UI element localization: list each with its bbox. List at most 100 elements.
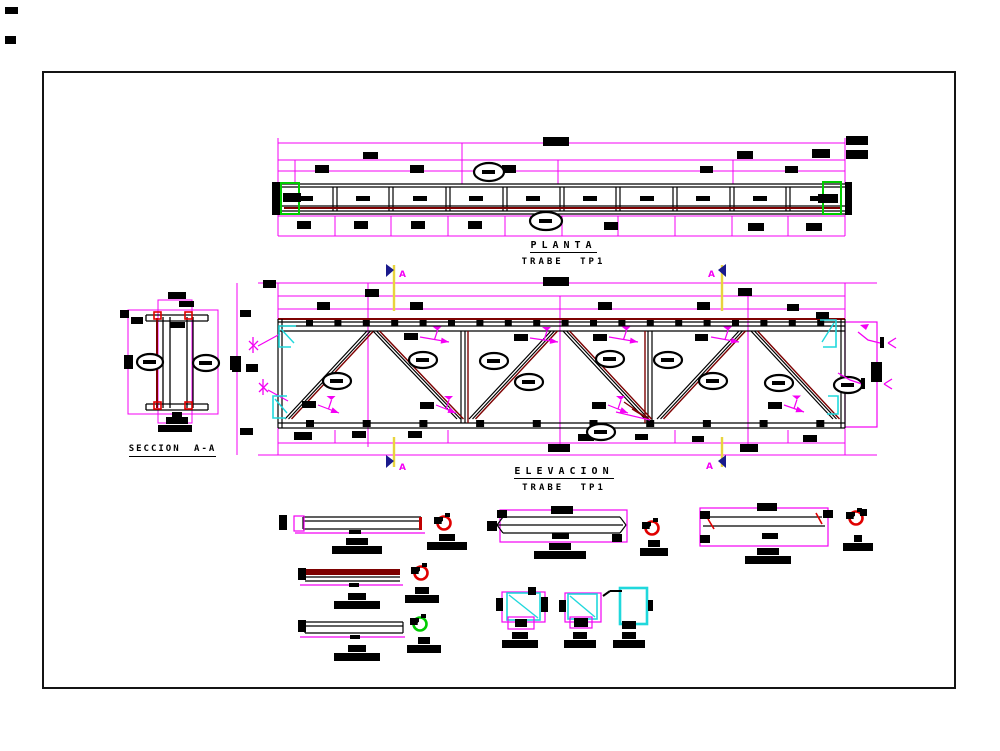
dimension-text-blob (504, 320, 512, 326)
polyline (837, 372, 863, 385)
dimension-text-blob (841, 383, 854, 387)
dimension-text-blob (502, 640, 538, 648)
dimension-text-blob (618, 320, 626, 326)
dimension-text-blob (415, 587, 429, 594)
dimension-text-blob (592, 402, 606, 409)
dimension-text-blob (702, 420, 711, 427)
line (327, 399, 333, 410)
dimension-text-blob (552, 533, 569, 539)
rect (699, 507, 829, 547)
dimension-text-blob (578, 434, 594, 441)
dimension-text-blob (158, 425, 192, 432)
dimension-text-blob (740, 444, 758, 452)
line (656, 330, 740, 420)
dimension-text-blob (589, 420, 598, 427)
dimension-text-blob (648, 600, 653, 611)
dimension-text-blob (753, 196, 767, 201)
polyline (857, 331, 881, 344)
rect (569, 616, 593, 629)
line (433, 330, 439, 340)
dimension-text-blob (199, 361, 212, 365)
dimension-text-blob (413, 196, 427, 201)
dimension-text-blob (593, 334, 607, 341)
dimension-text-blob (539, 219, 552, 223)
polyline (827, 395, 839, 415)
dimension-text-blob (871, 362, 882, 382)
dimension-text-blob (497, 510, 507, 518)
dimension-text-blob (700, 511, 710, 519)
rect (507, 616, 535, 630)
weld-detail-center (418, 570, 424, 576)
polygon (619, 407, 628, 413)
dimension-text-blob (294, 432, 312, 440)
polygon (718, 455, 726, 468)
line (883, 383, 893, 390)
line (619, 524, 627, 534)
dimension-text-blob (812, 149, 830, 158)
dimension-text-blob (559, 600, 566, 612)
dimension-text-blob (230, 356, 239, 370)
dimension-text-blob (696, 196, 710, 201)
rect (184, 401, 193, 410)
dimension-text-blob (551, 506, 573, 514)
dimension-text-blob (297, 221, 311, 229)
dimension-text-blob (759, 420, 768, 427)
polygon (621, 326, 631, 331)
dimension-text-blob (349, 530, 361, 534)
rect (184, 311, 193, 320)
dimension-text-blob (476, 320, 484, 326)
line (496, 524, 504, 534)
dimension-text-blob (334, 653, 380, 661)
rect (419, 517, 422, 530)
line (821, 322, 835, 343)
dimension-text-blob (362, 420, 371, 427)
dimension-text-blob (168, 292, 186, 299)
dimension-text-blob (411, 567, 420, 574)
dimension-text-blob (514, 334, 528, 341)
line (660, 330, 743, 420)
line (754, 330, 837, 420)
line (707, 518, 715, 530)
dimension-text-blob (411, 221, 425, 229)
dimension-text-blob (646, 420, 655, 427)
dimension-text-blob (306, 320, 313, 326)
dimension-text-blob (760, 320, 768, 326)
dimension-text-blob (421, 614, 426, 618)
polygon (616, 396, 625, 400)
line (631, 408, 651, 421)
dimension-text-blob (810, 196, 824, 201)
dimension-text-blob (5, 7, 18, 14)
dimension-text-blob (512, 632, 528, 639)
elevation-view (232, 264, 897, 468)
dimension-text-blob (391, 320, 399, 326)
dimension-text-blob (543, 137, 569, 146)
polygon (386, 455, 394, 468)
dimension-text-blob (603, 357, 616, 361)
line (615, 411, 651, 421)
dimension-text-blob (549, 543, 571, 550)
line (376, 330, 461, 420)
polygon (718, 264, 726, 277)
line (562, 330, 646, 420)
dimension-text-blob (408, 431, 422, 438)
dimension-text-blob (349, 583, 359, 587)
line (445, 399, 450, 410)
polygon (447, 407, 456, 413)
dimension-text-blob (573, 632, 587, 639)
dimension-text-blob (692, 436, 704, 442)
dimension-text-blob (612, 534, 622, 542)
dimension-text-blob (356, 196, 370, 201)
dimension-text-blob (246, 364, 258, 372)
dimension-text-blob (298, 568, 306, 580)
dimension-text-blob (817, 320, 825, 326)
dimension-text-blob (120, 310, 129, 318)
dimension-text-blob (787, 304, 799, 311)
dimension-text-blob (131, 317, 143, 324)
line (619, 516, 627, 526)
dimension-text-blob (695, 334, 708, 341)
dimension-text-blob (170, 322, 185, 328)
line (496, 516, 504, 526)
dimension-text-blob (706, 379, 719, 383)
